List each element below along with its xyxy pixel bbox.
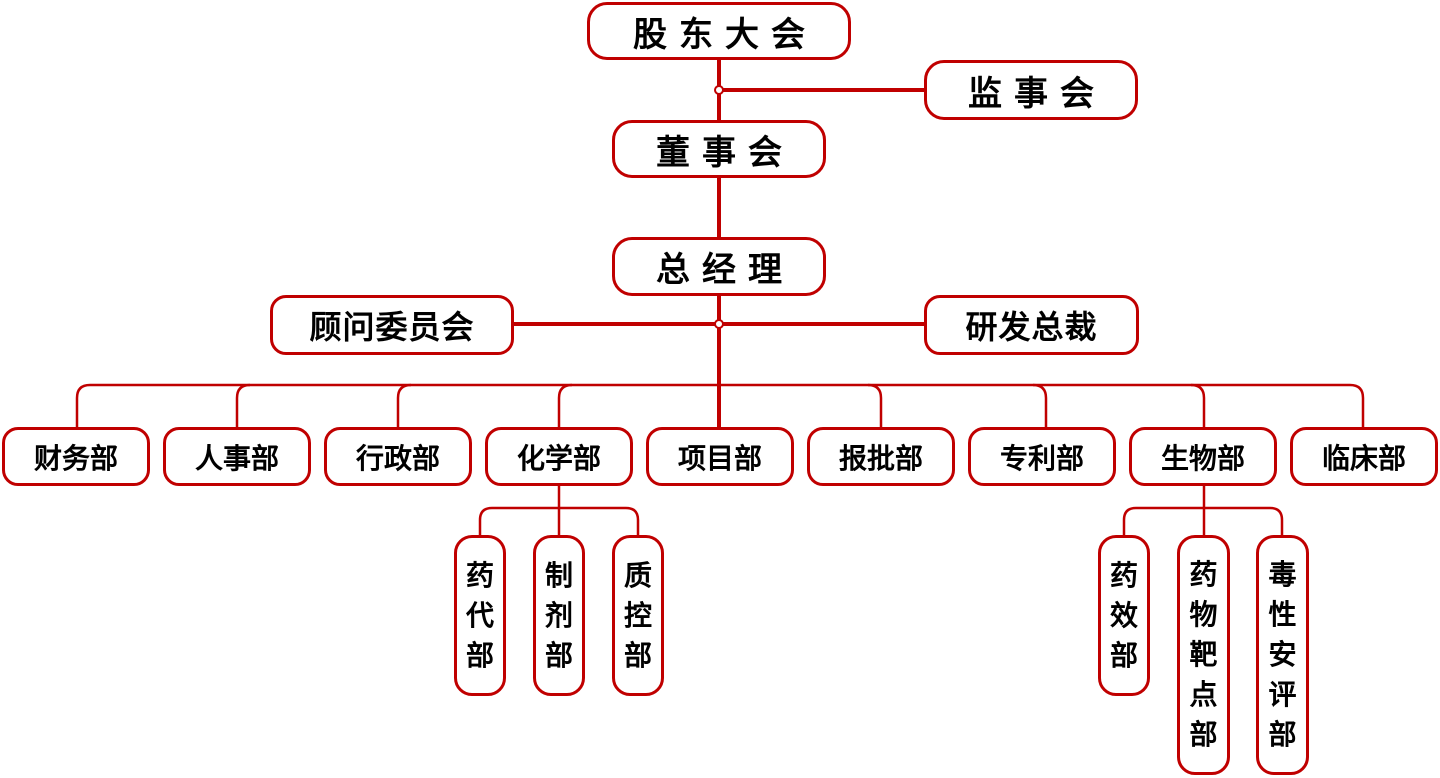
node-bio-pharmacodynamics: 药效部: [1098, 535, 1150, 696]
node-rd-president: 研发总裁: [924, 295, 1139, 355]
node-department-clinical: 临床部: [1290, 427, 1438, 486]
node-chem-quality-control: 质控部: [612, 535, 664, 696]
dept-drop-7: [1032, 383, 1048, 428]
dept-drop-3: [396, 383, 412, 428]
node-chem-pharmacokinetics: 药代部: [454, 535, 506, 696]
node-department-chemistry: 化学部: [485, 427, 633, 486]
junction-dot-upper: [714, 85, 724, 95]
dept-drop-6: [867, 383, 883, 428]
node-bio-toxicology-safety-label: 毒性安评部: [1268, 558, 1297, 751]
node-bio-pharmacodynamics-label: 药效部: [1109, 558, 1138, 672]
node-board-of-directors: 董事会: [612, 120, 826, 178]
node-department-finance: 财务部: [2, 427, 150, 486]
department-bus: [75, 383, 1365, 428]
node-supervisory-board: 监事会: [924, 60, 1138, 120]
node-department-hr: 人事部: [163, 427, 311, 486]
junction-dot-lower: [714, 319, 724, 329]
dept-drop-4: [557, 383, 573, 428]
node-bio-drug-targets: 药物靶点部: [1177, 535, 1230, 775]
node-department-regulatory: 报批部: [807, 427, 955, 486]
node-chem-formulation: 制剂部: [533, 535, 585, 696]
bio-bus: [1122, 506, 1284, 536]
node-bio-toxicology-safety: 毒性安评部: [1256, 535, 1309, 775]
node-department-patent: 专利部: [968, 427, 1116, 486]
chem-bus: [478, 506, 640, 536]
node-chem-formulation-label: 制剂部: [544, 558, 573, 672]
dept-drop-8: [1190, 383, 1206, 428]
node-department-project: 项目部: [646, 427, 794, 486]
node-general-manager: 总经理: [612, 237, 826, 296]
dept-drop-2: [235, 383, 251, 428]
node-advisory-committee: 顾问委员会: [270, 295, 514, 355]
node-shareholders-meeting: 股东大会: [587, 2, 851, 60]
node-department-biology: 生物部: [1129, 427, 1277, 486]
node-department-admin: 行政部: [324, 427, 472, 486]
node-chem-quality-control-label: 质控部: [623, 558, 652, 672]
node-bio-drug-targets-label: 药物靶点部: [1189, 558, 1218, 751]
node-chem-pharmacokinetics-label: 药代部: [465, 558, 494, 672]
